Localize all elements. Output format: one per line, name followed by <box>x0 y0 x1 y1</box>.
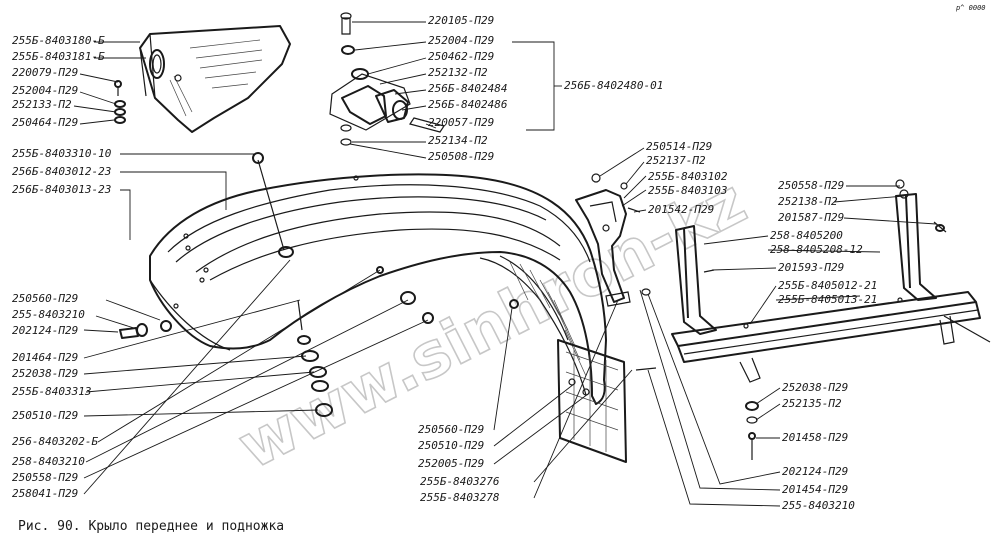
part-label: 255Б-8405012-21 <box>778 279 877 292</box>
part-label: 252038-П29 <box>12 367 78 380</box>
part-label: 258-8403210 <box>12 455 85 468</box>
part-label: 201542-П29 <box>648 203 714 216</box>
marker-rod <box>252 152 294 258</box>
part-labels: 255Б-8403180-Б 255Б-8403181-Б 220079-П29… <box>12 14 877 512</box>
part-label: 250464-П29 <box>12 116 78 129</box>
part-label: 252137-П2 <box>646 154 706 167</box>
part-label: 255Б-8405013-21 <box>778 293 877 306</box>
part-label: 250558-П29 <box>12 471 78 484</box>
bracket-assembly <box>329 12 445 146</box>
part-label: 201454-П29 <box>782 483 848 496</box>
part-label: 220105-П29 <box>428 14 494 27</box>
leader-lines <box>73 21 937 507</box>
part-label: 201587-П29 <box>778 211 844 224</box>
part-label: 201458-П29 <box>782 431 848 444</box>
part-label: 252132-П2 <box>428 66 488 79</box>
part-label: 220057-П29 <box>428 116 494 129</box>
part-label: 250510-П29 <box>418 439 484 452</box>
part-label: 258-8405208-12 <box>770 243 863 256</box>
part-label: 256Б-8402480-01 <box>564 79 663 92</box>
running-board <box>671 179 991 383</box>
part-label: 256Б-8403012-23 <box>12 165 111 178</box>
part-label: 255-8403210 <box>12 308 85 321</box>
part-label: 202124-П29 <box>12 324 78 337</box>
part-label: 250462-П29 <box>428 50 494 63</box>
part-label: 250560-П29 <box>12 292 78 305</box>
corner-mark: p^ 0000 <box>956 4 986 12</box>
part-label: 250508-П29 <box>428 150 494 163</box>
part-label: 252138-П2 <box>778 195 838 208</box>
lamp-housing <box>139 25 291 133</box>
part-label: 252004-П29 <box>12 84 78 97</box>
part-label: 255Б-8403180-Б <box>12 34 105 47</box>
figure-caption: Рис. 90. Крыло переднее и подножка <box>18 519 284 534</box>
part-label: 255Б-8403181-Б <box>12 50 105 63</box>
part-label: 250510-П29 <box>12 409 78 422</box>
part-label: 201464-П29 <box>12 351 78 364</box>
fastener-hardware <box>114 80 945 460</box>
part-label: 255Б-8403278 <box>420 491 500 504</box>
part-label: 256Б-8403013-23 <box>12 183 111 196</box>
part-label: 255Б-8403103 <box>648 184 727 197</box>
part-label: 252038-П29 <box>782 381 848 394</box>
part-label: 201593-П29 <box>778 261 844 274</box>
part-label: 252133-П2 <box>12 98 72 111</box>
mudguard-flap <box>557 339 627 463</box>
part-label: 220079-П29 <box>12 66 78 79</box>
part-label: 255Б-8403102 <box>648 170 728 183</box>
part-label: 252134-П2 <box>428 134 488 147</box>
part-label: 252004-П29 <box>428 34 494 47</box>
part-label: 258041-П29 <box>12 487 78 500</box>
part-label: 256Б-8402486 <box>428 98 508 111</box>
part-label: 250558-П29 <box>778 179 844 192</box>
part-label: 250514-П29 <box>646 140 712 153</box>
part-label: 255Б-8403276 <box>420 475 500 488</box>
part-label: 252135-П2 <box>782 397 842 410</box>
part-label: 255Б-8403313 <box>12 385 91 398</box>
part-label: 250560-П29 <box>418 423 484 436</box>
part-label: 256-8403202-Б <box>12 435 98 448</box>
part-label: 202124-П29 <box>782 465 848 478</box>
part-label: 255Б-8403310-10 <box>12 147 112 160</box>
part-label: 252005-П29 <box>418 457 484 470</box>
part-label: 258-8405200 <box>770 229 843 242</box>
front-fender <box>149 173 607 405</box>
part-label: 255-8403210 <box>782 499 855 512</box>
part-label: 256Б-8402484 <box>428 82 507 95</box>
